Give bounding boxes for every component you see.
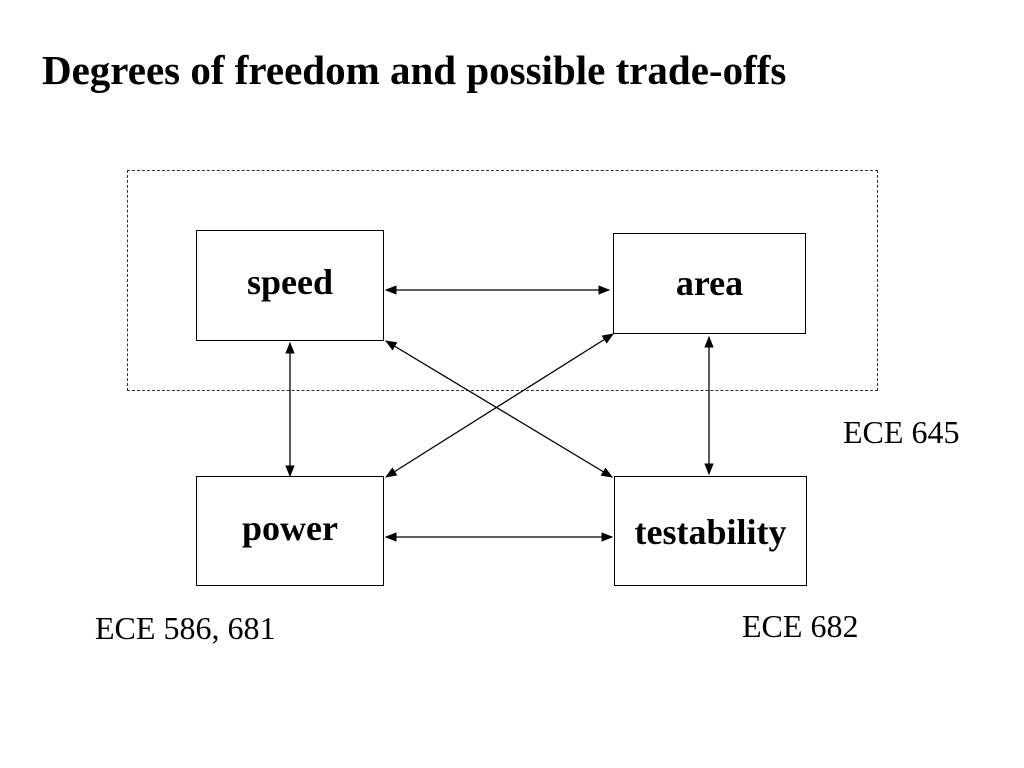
node-area-label: area — [675, 263, 744, 303]
arrow-speed-testability — [384, 340, 614, 478]
course-label-ece645: ECE 645 — [843, 414, 960, 450]
node-testability-label: testability — [634, 512, 787, 552]
course-label-ece586-681: ECE 586, 681 — [95, 610, 276, 646]
course-label-ece682: ECE 682 — [742, 608, 859, 644]
node-power: power — [196, 476, 384, 586]
node-area: area — [613, 233, 806, 334]
slide-title: Degrees of freedom and possible trade-of… — [42, 47, 787, 93]
node-power-label: power — [242, 508, 338, 548]
node-speed-label: speed — [246, 262, 333, 302]
node-testability: testability — [614, 476, 807, 586]
arrow-area-power — [385, 333, 614, 478]
node-speed: speed — [196, 230, 384, 341]
